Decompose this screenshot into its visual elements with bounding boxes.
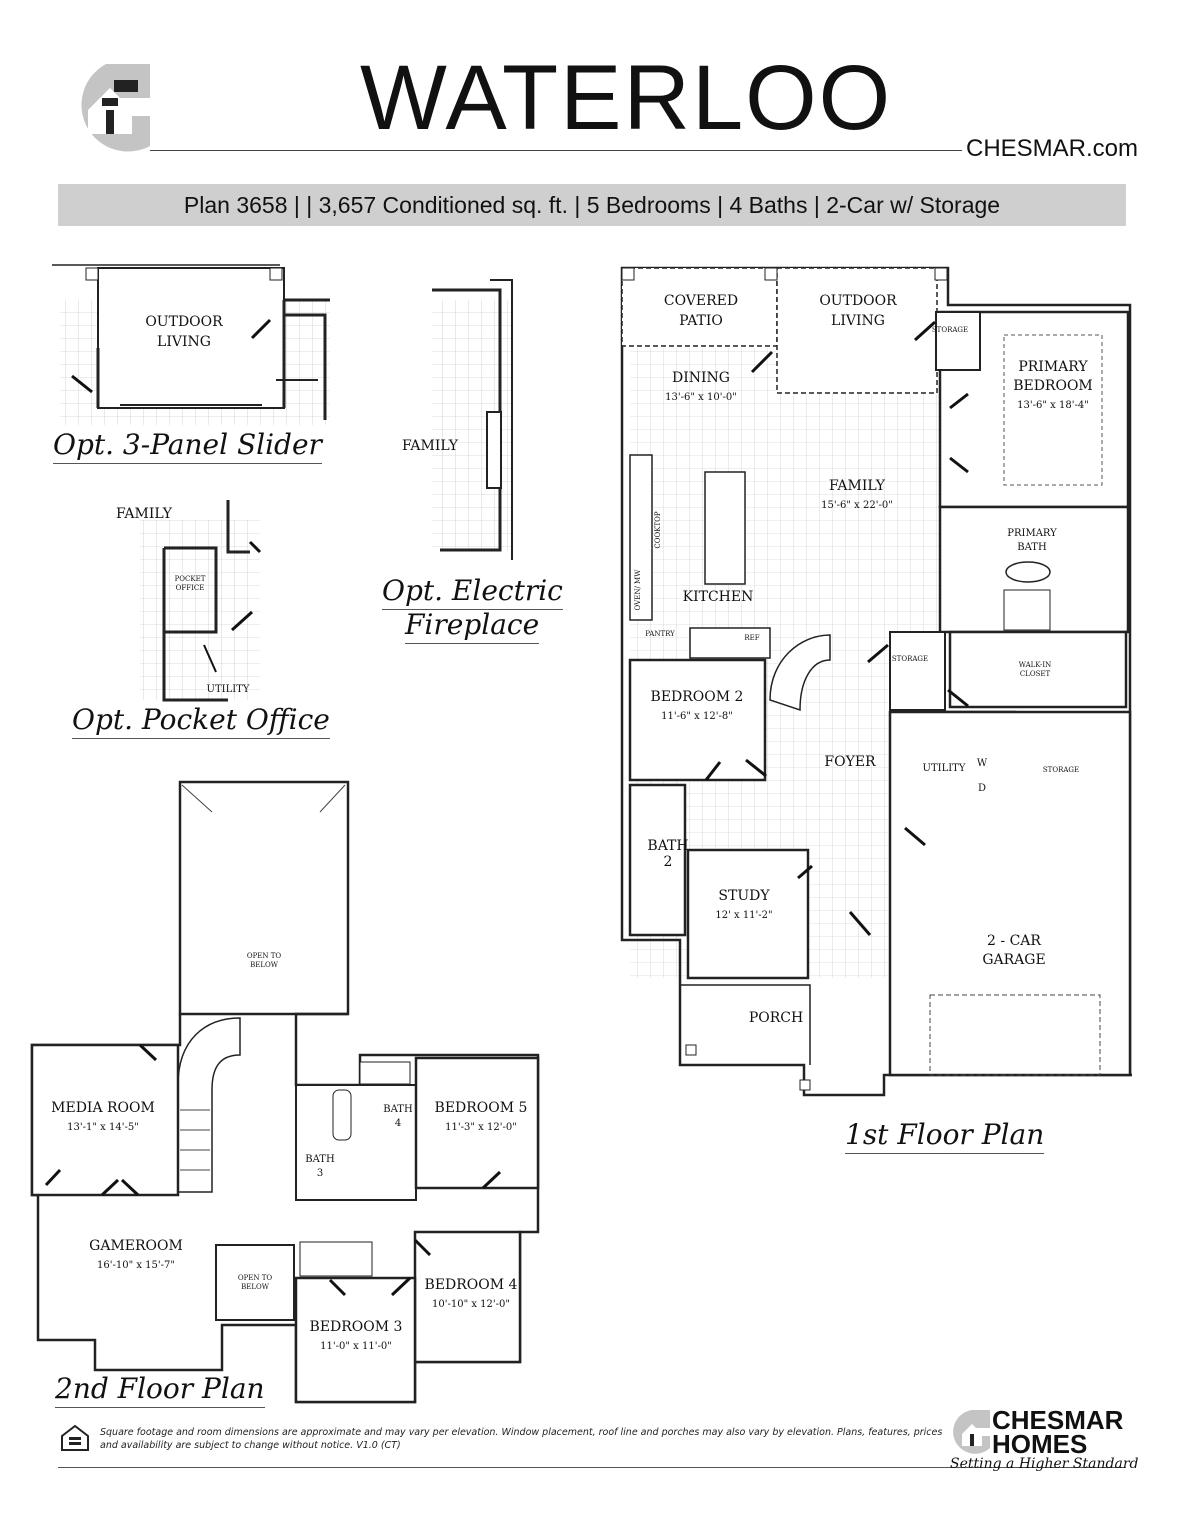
spec-line: Plan 3658 | | 3,657 Conditioned sq. ft. …: [183, 191, 1001, 218]
ff-primary-bedroom-dims: 13'-6" x 18'-4": [1017, 400, 1089, 411]
brand-name-line2: HOMES: [992, 1429, 1088, 1459]
sf-gameroom: GAMEROOM: [89, 1238, 183, 1254]
ff-bath2-2: 2: [664, 854, 673, 870]
office-utility: UTILITY: [207, 684, 250, 695]
caption-slider: Opt. 3-Panel Slider: [53, 428, 322, 464]
caption-pocket-office: Opt. Pocket Office: [72, 703, 330, 739]
ff-study-dims: 12' x 11'-2": [715, 910, 772, 921]
brand-name-line1: CHESMAR: [992, 1405, 1124, 1435]
ff-primary-bath-2: BATH: [1017, 542, 1047, 553]
ff-washer: W: [977, 758, 988, 769]
ff-dining: DINING: [672, 370, 730, 386]
option-office-plan: FAMILY POCKET OFFICE UTILITY: [116, 500, 262, 702]
ff-primary-bedroom-1: PRIMARY: [1018, 359, 1088, 375]
equal-housing-icon: [61, 1424, 89, 1451]
sf-open-below-small-1: OPEN TO: [238, 1274, 273, 1282]
sf-bath4-2: 4: [395, 1118, 401, 1129]
sf-bath3-1: BATH: [305, 1154, 335, 1165]
ff-utility: UTILITY: [923, 763, 966, 774]
sf-bath3-2: 3: [317, 1168, 323, 1179]
ff-covered-patio-1: COVERED: [664, 293, 738, 309]
fireplace-room: FAMILY: [402, 438, 459, 454]
ff-garage-1: 2 - CAR: [987, 933, 1041, 949]
ff-dining-dims: 13'-6" x 10'-0": [665, 392, 737, 403]
ff-family: FAMILY: [829, 478, 886, 494]
sf-gameroom-dims: 16'-10" x 15'-7": [97, 1260, 175, 1271]
sf-media-room-dims: 13'-1" x 14'-5": [67, 1122, 139, 1133]
slider-room-line1: OUTDOOR: [145, 314, 223, 330]
office-family: FAMILY: [116, 506, 173, 522]
ff-bedroom2: BEDROOM 2: [651, 689, 744, 705]
sf-open-below-small-2: BELOW: [241, 1283, 270, 1291]
caption-second-floor: 2nd Floor Plan: [55, 1372, 265, 1408]
ff-primary-bath-1: PRIMARY: [1007, 528, 1057, 539]
sf-bedroom4: BEDROOM 4: [425, 1277, 518, 1293]
caption-fireplace-2: Fireplace: [405, 608, 540, 644]
ff-outdoor-living-1: OUTDOOR: [819, 293, 897, 309]
second-floor-plan: OPEN TO BELOW MEDIA ROOM 13'-1" x 14'-5"…: [30, 780, 540, 1404]
ff-bath2-1: BATH: [647, 838, 688, 854]
sf-bedroom3: BEDROOM 3: [310, 1319, 403, 1335]
office-line1: POCKET: [175, 575, 206, 583]
ff-walkin-1: WALK-IN: [1019, 661, 1052, 669]
plan-title: WATERLOO: [360, 47, 893, 149]
ff-storage-small: STORAGE: [932, 326, 968, 334]
ff-study: STUDY: [718, 888, 770, 904]
sf-media-room: MEDIA ROOM: [51, 1100, 155, 1116]
caption-first-floor: 1st Floor Plan: [845, 1118, 1045, 1154]
brand-tagline: Setting a Higher Standard: [950, 1456, 1139, 1472]
spec-bar: Plan 3658 | | 3,657 Conditioned sq. ft. …: [58, 184, 1126, 226]
ff-outdoor-living-2: LIVING: [831, 313, 885, 329]
slider-room-line2: LIVING: [157, 334, 211, 350]
ff-cooktop: COOKTOP: [654, 511, 662, 548]
ff-garage-2: GARAGE: [982, 952, 1045, 968]
ff-kitchen: KITCHEN: [683, 589, 754, 605]
disclaimer-text: Square footage and room dimensions are a…: [100, 1427, 943, 1451]
ff-porch: PORCH: [749, 1010, 803, 1026]
sf-open-below-2: BELOW: [250, 961, 279, 969]
ff-covered-patio-2: PATIO: [679, 313, 723, 329]
option-fireplace-plan: FAMILY: [402, 279, 513, 560]
sf-bedroom3-dims: 11'-0" x 11'-0": [320, 1341, 392, 1352]
office-line2: OFFICE: [176, 584, 205, 592]
sf-bedroom5-dims: 11'-3" x 12'-0": [445, 1122, 517, 1133]
ff-garage-storage: STORAGE: [1043, 766, 1079, 774]
chesmar-logo: [81, 64, 150, 152]
ff-family-dims: 15'-6" x 22'-0": [821, 500, 893, 511]
option-slider-plan: OUTDOOR LIVING: [52, 264, 330, 425]
first-floor-plan: COVERED PATIO OUTDOOR LIVING STORAGE PRI…: [620, 266, 1132, 1097]
sf-bedroom4-dims: 10'-10" x 12'-0": [432, 1299, 510, 1310]
sf-bath4-1: BATH: [383, 1104, 413, 1115]
ff-dryer: D: [978, 783, 986, 794]
website-link[interactable]: CHESMAR.com: [966, 135, 1139, 162]
ff-pantry: PANTRY: [645, 630, 675, 638]
header-rule: [150, 150, 962, 151]
caption-fireplace-1: Opt. Electric: [382, 574, 563, 610]
ff-bedroom2-dims: 11'-6" x 12'-8": [661, 711, 733, 722]
ff-ref: REF: [744, 634, 759, 642]
ff-storage-mid: STORAGE: [892, 655, 928, 663]
ff-foyer: FOYER: [824, 754, 876, 770]
ff-oven: OVEN/ MW: [634, 569, 642, 611]
footer-rule: [58, 1467, 1126, 1468]
sf-open-below-1: OPEN TO: [247, 952, 282, 960]
ff-walkin-2: CLOSET: [1020, 670, 1051, 678]
chesmar-homes-logo-icon: [953, 1410, 990, 1454]
sf-bedroom5: BEDROOM 5: [435, 1100, 528, 1116]
ff-primary-bedroom-2: BEDROOM: [1013, 378, 1093, 394]
